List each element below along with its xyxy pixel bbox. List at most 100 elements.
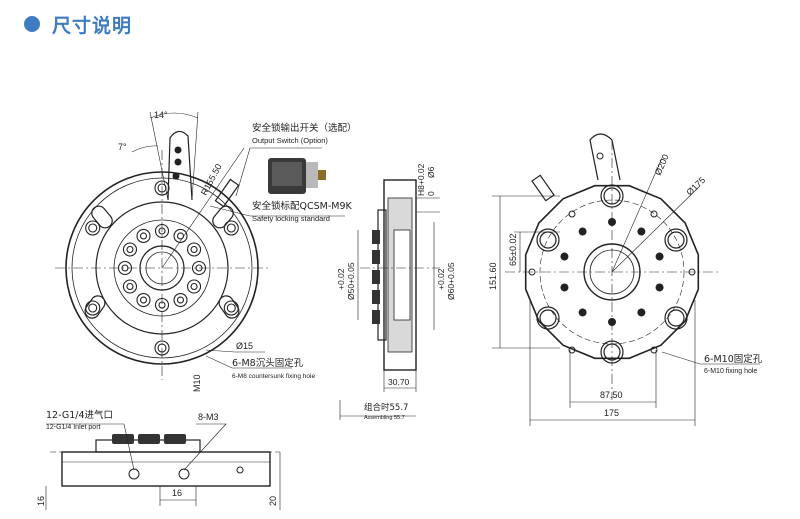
- m3-label: 8-M3: [198, 412, 219, 422]
- inlet-port-inner: [121, 264, 129, 272]
- tol-right-b-label: Ø60+0.05: [446, 262, 456, 300]
- bullet-icon: [24, 16, 40, 32]
- tol-left-b-label: Ø50+0.05: [346, 262, 356, 300]
- fixing-hole: [578, 227, 587, 236]
- inlet-port-inner: [176, 296, 185, 304]
- inlet-port-inner: [126, 245, 134, 254]
- m10-hole: [528, 268, 536, 276]
- h8-label: H8+0.02: [416, 163, 426, 196]
- dim-3070-label: 30.70: [388, 377, 410, 387]
- inlet-port: [154, 297, 170, 313]
- m8-en-label: 6-M8 countersunk fixing hole: [232, 373, 315, 380]
- inlet-port-inner: [139, 296, 148, 304]
- fixing-hole: [608, 218, 616, 226]
- inlet-port: [117, 260, 133, 276]
- dia6-label: Ø6: [426, 166, 436, 178]
- inlet-port-inner: [126, 282, 134, 291]
- dim-175-label: 175: [604, 408, 619, 418]
- locating-hole: [536, 228, 560, 252]
- inlet-port-inner: [139, 232, 148, 240]
- locating-hole: [600, 184, 624, 208]
- fixing-hole: [578, 308, 587, 317]
- m10-cn-label: 6-M10固定孔: [704, 353, 763, 365]
- locating-hole-inner: [667, 309, 685, 327]
- dia15-label: Ø15: [236, 341, 253, 351]
- dia175-label: Ø175: [684, 175, 707, 197]
- countersunk-hole-inner: [226, 303, 236, 313]
- inlet-port: [122, 279, 138, 294]
- front-view-right: Ø200 Ø175 151.60 65±0.02 87.50 175 6-M10…: [488, 133, 763, 426]
- m10-hole: [568, 210, 576, 218]
- locating-hole-inner: [539, 309, 557, 327]
- inlet-en-label: 12-G1/4 Inlet port: [46, 424, 101, 431]
- inlet-port-inner: [195, 264, 203, 272]
- dia200-label: Ø200: [653, 153, 671, 177]
- inlet-port: [136, 292, 151, 308]
- section-view: H8+0.02 0 Ø6 +0.02 Ø50+0.05 +0.02 Ø60+0.…: [336, 163, 456, 421]
- m10-left-label: M10: [192, 374, 202, 392]
- countersunk-hole: [85, 300, 101, 316]
- countersunk-hole: [154, 340, 170, 356]
- inlet-port-inner: [190, 282, 198, 291]
- inlet-port-inner: [190, 245, 198, 254]
- angle-14-label: 14°: [154, 110, 168, 120]
- m8-cn-label: 6-M8沉头固定孔: [232, 357, 304, 369]
- fixing-hole: [655, 283, 664, 292]
- tol-left-label: +0.02: [336, 268, 346, 290]
- countersunk-hole: [85, 220, 101, 236]
- fixing-hole: [637, 227, 646, 236]
- switch-cn-label: 安全锁输出开关（选配）: [252, 122, 357, 134]
- countersunk-hole-inner: [88, 223, 98, 233]
- switch-en-label: Output Switch (Option): [252, 136, 328, 145]
- locating-hole: [664, 306, 688, 330]
- tol-right-label: +0.02: [436, 268, 446, 290]
- inlet-port: [154, 223, 170, 239]
- inlet-port: [136, 228, 151, 244]
- fixing-hole: [637, 308, 646, 317]
- inlet-port-inner: [158, 227, 166, 235]
- inlet-port: [173, 292, 188, 308]
- dim-65-label: 65±0.02: [508, 234, 518, 266]
- dim-8750-label: 87.50: [600, 390, 623, 400]
- assembled-en-label: Assembling 55.7: [364, 415, 405, 421]
- m10-hole: [688, 268, 696, 276]
- page-title: 尺寸说明: [52, 14, 133, 37]
- inlet-cn-label: 12-G1/4进气口: [46, 409, 113, 421]
- m10-hole: [650, 346, 658, 354]
- dim-16a-label: 16: [36, 496, 46, 506]
- countersunk-hole-inner: [226, 223, 236, 233]
- m10-hole: [568, 346, 576, 354]
- countersunk-hole: [223, 220, 239, 236]
- side-view-bottom: 12-G1/4进气口 12-G1/4 Inlet port 8-M3 16 16…: [36, 409, 281, 510]
- countersunk-hole-inner: [157, 343, 167, 353]
- dim-151-label: 151.60: [488, 262, 498, 290]
- locating-hole: [664, 228, 688, 252]
- lock-en-label: Safety locking standard: [252, 214, 330, 223]
- locating-hole-inner: [603, 187, 621, 205]
- inlet-port-inner: [176, 232, 185, 240]
- fixing-hole: [560, 252, 569, 261]
- countersunk-hole: [154, 180, 170, 196]
- countersunk-hole-inner: [88, 303, 98, 313]
- locating-hole: [536, 306, 560, 330]
- fixing-hole: [608, 318, 616, 326]
- front-view-left: 14° 7° R155.50 安全锁输出开关（选配） Output Switch…: [55, 110, 357, 392]
- inlet-port: [173, 228, 188, 244]
- m10-hole: [650, 210, 658, 218]
- dim-16b-label: 16: [172, 488, 182, 498]
- locating-hole: [600, 340, 624, 364]
- locating-hole-inner: [667, 231, 685, 249]
- countersunk-hole: [223, 300, 239, 316]
- lock-cn-label: 安全锁标配QCSM-M9K: [252, 200, 353, 212]
- inlet-port: [186, 279, 202, 294]
- dim-20-label: 20: [268, 496, 278, 506]
- assembled-cn-label: 组合时55.7: [364, 402, 408, 413]
- output-switch-photo: [268, 158, 326, 194]
- inlet-port: [186, 242, 202, 257]
- inlet-port: [191, 260, 207, 276]
- locating-hole-inner: [539, 231, 557, 249]
- angle-7-label: 7°: [118, 142, 127, 152]
- inlet-port: [122, 242, 138, 257]
- locating-hole-inner: [603, 343, 621, 361]
